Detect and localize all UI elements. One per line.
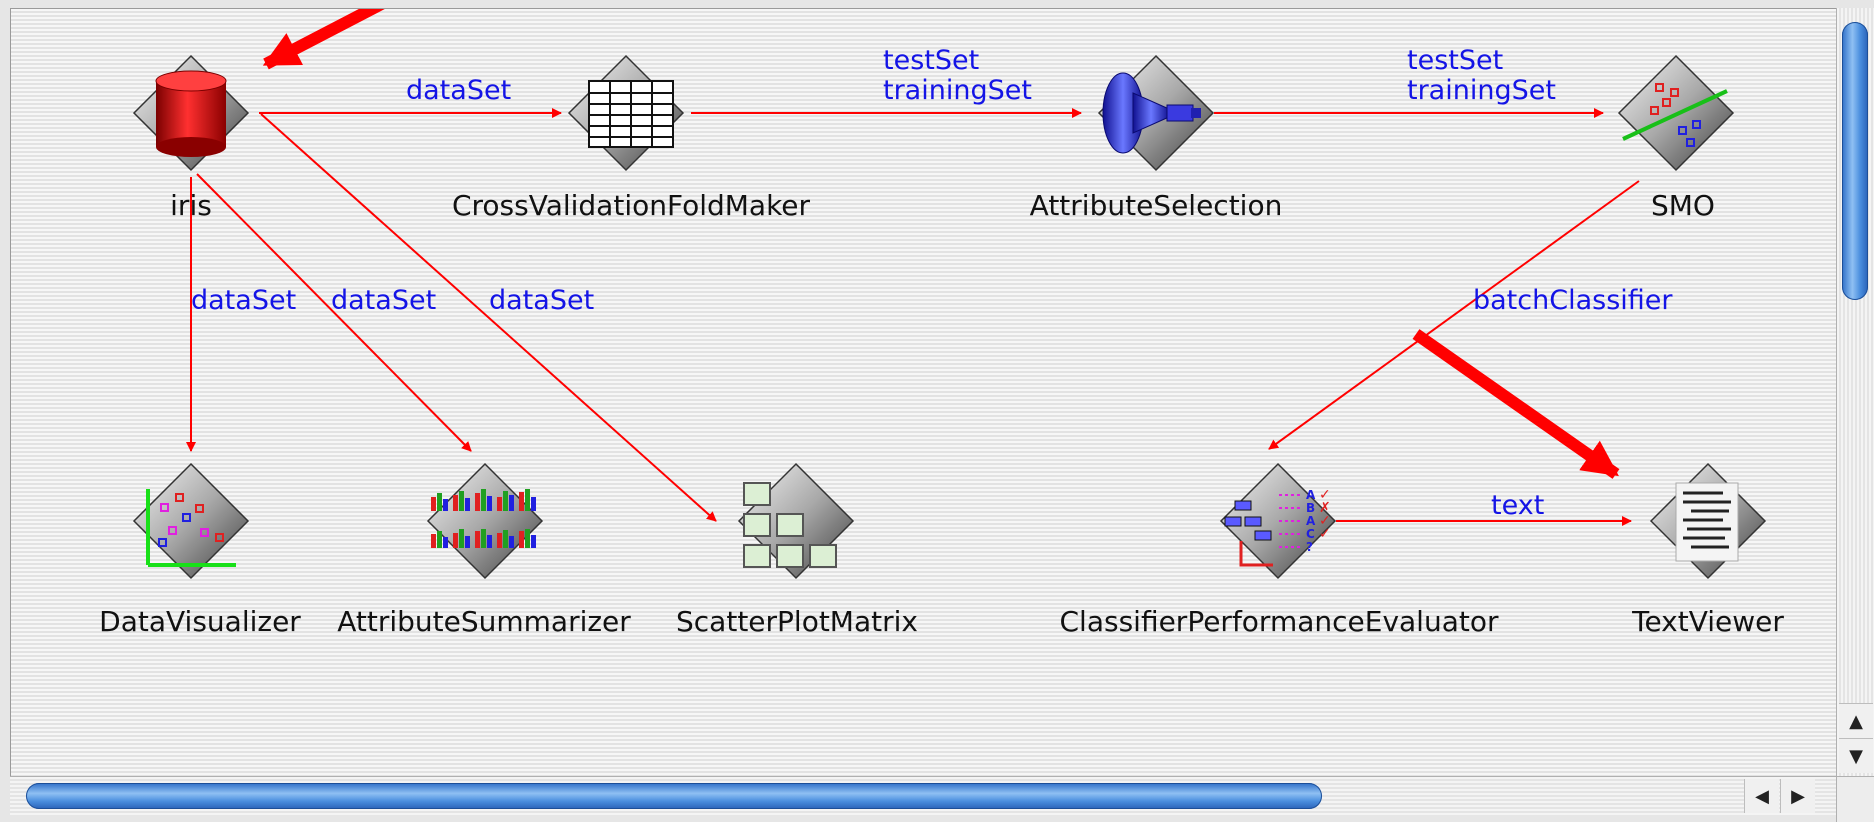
conn-iris-asum[interactable] bbox=[196, 173, 472, 452]
node-label-text-viewer: TextViewer bbox=[1631, 605, 1784, 638]
evaluator-tree-icon: A B A C ? ✓ ✗ ✓ ✓ bbox=[1224, 487, 1331, 567]
conn-label-iris-spm: dataSet bbox=[489, 285, 594, 316]
funnel-filter-icon bbox=[1102, 72, 1201, 154]
svg-text:✓: ✓ bbox=[1319, 526, 1331, 542]
conn-smo-cpe[interactable] bbox=[1268, 180, 1640, 450]
flow-diagram: dataSet testSet trainingSet testSet trai… bbox=[99, 9, 1784, 638]
conn-iris-spm[interactable] bbox=[260, 113, 717, 522]
conn-label-iris-asum: dataSet bbox=[331, 285, 436, 316]
bar-chart-icon bbox=[431, 489, 536, 548]
node-data-visualizer[interactable]: DataVisualizer bbox=[99, 462, 301, 638]
svg-text:A: A bbox=[1306, 514, 1316, 528]
node-label-attribute-summarizer: AttributeSummarizer bbox=[337, 605, 631, 638]
conn-label-cv-as-train: trainingSet bbox=[883, 75, 1032, 106]
vertical-scroll-thumb[interactable] bbox=[1842, 22, 1868, 300]
node-label-attribute-selection: AttributeSelection bbox=[1030, 189, 1283, 222]
annotation-arrow-textviewer bbox=[1412, 329, 1620, 479]
grid-table-icon bbox=[588, 80, 674, 148]
svg-text:A: A bbox=[1306, 488, 1316, 502]
node-text-viewer[interactable]: TextViewer bbox=[1631, 462, 1784, 638]
conn-label-smo-cpe: batchClassifier bbox=[1473, 285, 1673, 316]
scroll-right-button[interactable]: ▶ bbox=[1780, 779, 1815, 813]
database-cylinder-icon bbox=[155, 70, 227, 157]
horizontal-scroll-thumb[interactable] bbox=[26, 783, 1322, 809]
text-document-icon bbox=[1675, 482, 1739, 562]
svg-text:?: ? bbox=[1306, 540, 1313, 554]
svg-text:✓: ✓ bbox=[1319, 513, 1331, 529]
conn-label-iris-dv: dataSet bbox=[191, 285, 296, 316]
connections bbox=[186, 108, 1640, 526]
arrow-right-icon: ▶ bbox=[1791, 785, 1805, 807]
conn-label-as-smo-test: testSet bbox=[1407, 45, 1503, 76]
scatter-classifier-icon bbox=[1622, 83, 1728, 147]
node-diamond bbox=[426, 462, 544, 580]
knowledge-flow-canvas[interactable]: dataSet testSet trainingSet testSet trai… bbox=[10, 8, 1837, 777]
node-label-data-visualizer: DataVisualizer bbox=[99, 605, 301, 638]
annotation-arrow-iris bbox=[262, 9, 385, 70]
conn-label-cv-as-test: testSet bbox=[883, 45, 979, 76]
scatter-plot-icon bbox=[146, 489, 236, 567]
node-label-classifier-performance-evaluator: ClassifierPerformanceEvaluator bbox=[1060, 605, 1499, 638]
node-smo[interactable]: SMO bbox=[1617, 54, 1735, 222]
horizontal-scrollbar[interactable]: ◀ ▶ bbox=[10, 776, 1836, 815]
conn-label-cpe-tv: text bbox=[1491, 490, 1544, 521]
vertical-scrollbar[interactable]: ▲ ▼ bbox=[1836, 8, 1874, 776]
node-iris[interactable]: iris bbox=[132, 54, 250, 222]
connection-labels: dataSet testSet trainingSet testSet trai… bbox=[191, 45, 1673, 521]
scroll-up-button[interactable]: ▲ bbox=[1839, 703, 1873, 738]
node-label-scatter-plot-matrix: ScatterPlotMatrix bbox=[676, 605, 918, 638]
annotation-arrows bbox=[262, 9, 1620, 479]
svg-text:B: B bbox=[1306, 501, 1315, 515]
arrow-left-icon: ◀ bbox=[1755, 785, 1769, 807]
node-label-smo: SMO bbox=[1651, 189, 1715, 222]
node-attribute-selection[interactable]: AttributeSelection bbox=[1030, 54, 1283, 222]
node-cross-validation-fold-maker[interactable]: CrossValidationFoldMaker bbox=[452, 54, 811, 222]
svg-text:✓: ✓ bbox=[1319, 487, 1331, 503]
plot-matrix-icon bbox=[743, 482, 837, 568]
conn-label-as-smo-train: trainingSet bbox=[1407, 75, 1556, 106]
node-classifier-performance-evaluator[interactable]: A B A C ? ✓ ✗ ✓ ✓ ClassifierPerformanceE… bbox=[1060, 462, 1499, 638]
scroll-down-button[interactable]: ▼ bbox=[1839, 738, 1873, 773]
arrow-up-icon: ▲ bbox=[1849, 710, 1863, 732]
node-attribute-summarizer[interactable]: AttributeSummarizer bbox=[337, 462, 631, 638]
svg-text:✗: ✗ bbox=[1319, 500, 1331, 516]
node-scatter-plot-matrix[interactable]: ScatterPlotMatrix bbox=[676, 462, 918, 638]
scroll-corner bbox=[1836, 776, 1874, 822]
node-label-cross-validation: CrossValidationFoldMaker bbox=[452, 189, 811, 222]
conn-label-iris-cv: dataSet bbox=[406, 75, 511, 106]
node-label-iris: iris bbox=[170, 189, 212, 222]
arrow-down-icon: ▼ bbox=[1849, 745, 1863, 767]
svg-text:C: C bbox=[1306, 527, 1315, 541]
scroll-left-button[interactable]: ◀ bbox=[1744, 779, 1779, 813]
